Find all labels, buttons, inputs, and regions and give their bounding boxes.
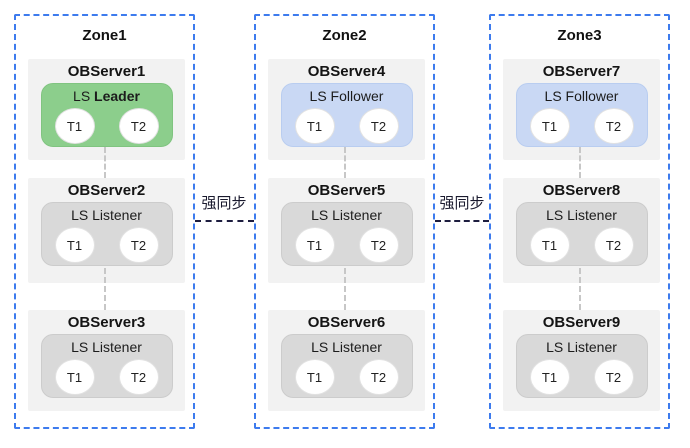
sync-label: 强同步 [201, 194, 247, 212]
role-label: LS Leader [42, 84, 172, 105]
tablet-circle: T2 [358, 108, 399, 144]
server-name: OBServer8 [542, 182, 621, 199]
server-panel-observer6: OBServer6 LS Listener T1 T2 [268, 310, 425, 411]
role-name: Follower [330, 88, 384, 104]
tablet-row: T1 T2 [42, 227, 172, 263]
server-panel-observer9: OBServer9 LS Listener T1 T2 [503, 310, 660, 411]
role-label: LS Listener [42, 335, 172, 356]
zone-connector-line [579, 147, 581, 178]
server-panel-observer5: OBServer5 LS Listener T1 T2 [268, 178, 425, 283]
tablet-row: T1 T2 [517, 108, 647, 144]
role-name: Listener [567, 207, 617, 223]
tablet-circle: T1 [529, 227, 570, 263]
tablet-circle: T1 [529, 359, 570, 395]
tablet-circle: T1 [294, 359, 335, 395]
role-name: Listener [332, 207, 382, 223]
zone-connector-line [104, 147, 106, 178]
server-panel-observer7: OBServer7 LS Follower T1 T2 [503, 59, 660, 160]
role-name: Listener [92, 207, 142, 223]
role-prefix: LS [73, 88, 91, 104]
tablet-row: T1 T2 [42, 359, 172, 395]
role-prefix: LS [311, 339, 329, 355]
sync-dashed-line [195, 220, 254, 222]
tablet-row: T1 T2 [282, 227, 412, 263]
zone-connector-line [344, 268, 346, 310]
replica-box-listener: LS Listener T1 T2 [40, 202, 173, 266]
replica-box-leader: LS Leader T1 T2 [40, 83, 173, 147]
tablet-circle: T2 [118, 227, 159, 263]
replica-box-listener: LS Listener T1 T2 [515, 202, 648, 266]
role-label: LS Listener [517, 203, 647, 224]
tablet-circle: T1 [54, 359, 95, 395]
role-label: LS Follower [282, 84, 412, 105]
replica-box-listener: LS Listener T1 T2 [40, 334, 173, 398]
server-name: OBServer6 [307, 314, 386, 331]
tablet-circle: T2 [118, 108, 159, 144]
zone-title: Zone1 [82, 27, 127, 44]
tablet-row: T1 T2 [42, 108, 172, 144]
zone-connector-line [104, 268, 106, 310]
zone-container-1: Zone1 OBServer1 LS Leader T1 T2 OBServer… [14, 14, 195, 429]
zone-container-3: Zone3 OBServer7 LS Follower T1 T2 OBServ… [489, 14, 670, 429]
zone-title: Zone2 [322, 27, 367, 44]
role-label: LS Listener [282, 203, 412, 224]
tablet-row: T1 T2 [282, 359, 412, 395]
role-prefix: LS [71, 207, 89, 223]
role-name: Listener [332, 339, 382, 355]
server-name: OBServer1 [67, 63, 146, 80]
role-prefix: LS [546, 339, 564, 355]
zone-connector-line [579, 268, 581, 310]
replica-box-listener: LS Listener T1 T2 [280, 202, 413, 266]
role-name: Listener [567, 339, 617, 355]
tablet-circle: T2 [593, 108, 634, 144]
server-name: OBServer7 [542, 63, 621, 80]
role-label: LS Listener [517, 335, 647, 356]
server-panel-observer3: OBServer3 LS Listener T1 T2 [28, 310, 185, 411]
role-prefix: LS [546, 207, 564, 223]
zone-title: Zone3 [557, 27, 602, 44]
server-name: OBServer5 [307, 182, 386, 199]
role-prefix: LS [544, 88, 562, 104]
server-panel-observer1: OBServer1 LS Leader T1 T2 [28, 59, 185, 160]
role-name: Leader [94, 88, 140, 104]
replica-box-follower: LS Follower T1 T2 [515, 83, 648, 147]
sync-label: 强同步 [439, 194, 485, 212]
replica-box-follower: LS Follower T1 T2 [280, 83, 413, 147]
zone-container-2: Zone2 OBServer4 LS Follower T1 T2 OBServ… [254, 14, 435, 429]
tablet-circle: T1 [54, 227, 95, 263]
server-name: OBServer4 [307, 63, 386, 80]
replica-box-listener: LS Listener T1 T2 [515, 334, 648, 398]
server-panel-observer4: OBServer4 LS Follower T1 T2 [268, 59, 425, 160]
tablet-row: T1 T2 [517, 227, 647, 263]
server-name: OBServer2 [67, 182, 146, 199]
server-name: OBServer9 [542, 314, 621, 331]
tablet-circle: T1 [54, 108, 95, 144]
role-label: LS Listener [282, 335, 412, 356]
role-label: LS Follower [517, 84, 647, 105]
zone-connector-line [344, 147, 346, 178]
tablet-circle: T1 [294, 108, 335, 144]
role-prefix: LS [71, 339, 89, 355]
tablet-circle: T2 [593, 359, 634, 395]
server-panel-observer2: OBServer2 LS Listener T1 T2 [28, 178, 185, 283]
role-prefix: LS [309, 88, 327, 104]
tablet-row: T1 T2 [517, 359, 647, 395]
tablet-row: T1 T2 [282, 108, 412, 144]
tablet-circle: T1 [294, 227, 335, 263]
role-prefix: LS [311, 207, 329, 223]
sync-dashed-line [435, 220, 489, 222]
tablet-circle: T2 [593, 227, 634, 263]
tablet-circle: T2 [118, 359, 159, 395]
server-panel-observer8: OBServer8 LS Listener T1 T2 [503, 178, 660, 283]
tablet-circle: T1 [529, 108, 570, 144]
role-name: Follower [565, 88, 619, 104]
tablet-circle: T2 [358, 359, 399, 395]
role-name: Listener [92, 339, 142, 355]
role-label: LS Listener [42, 203, 172, 224]
server-name: OBServer3 [67, 314, 146, 331]
tablet-circle: T2 [358, 227, 399, 263]
replica-box-listener: LS Listener T1 T2 [280, 334, 413, 398]
